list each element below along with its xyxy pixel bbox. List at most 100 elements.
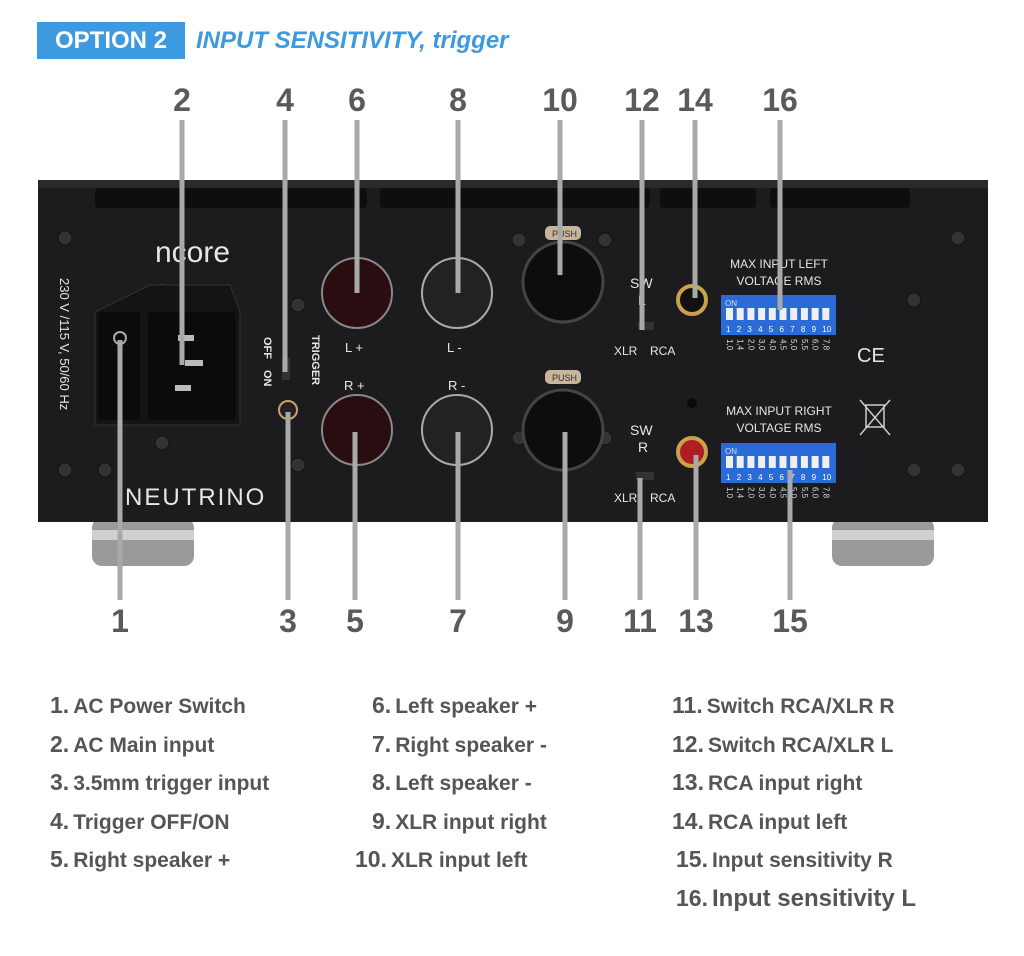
dip-switch-right-7[interactable] [790, 456, 798, 468]
dip-voltage-label: 3,0 [757, 487, 766, 499]
legend-item: 11.Switch RCA/XLR R [672, 692, 895, 719]
legend-item: 3.3.5mm trigger input [50, 769, 269, 796]
legend-text: XLR input left [390, 849, 528, 873]
legend-number: 12. [672, 730, 704, 757]
sw-label: SW [630, 422, 653, 438]
legend-item: 13.RCA input right [672, 769, 862, 796]
legend-text: RCA input left [707, 810, 848, 834]
legend-number: 2. [50, 730, 70, 757]
switch-rca-xlr-left[interactable] [638, 322, 654, 330]
legend-number: 16. [676, 885, 708, 911]
legend-item: 9.XLR input right [372, 808, 547, 835]
legend-text: AC Power Switch [73, 695, 246, 718]
legend-number: 6. [372, 692, 392, 718]
legend-text: Left speaker - [395, 772, 532, 796]
dip-number: 5 [769, 325, 774, 334]
legend-item: 12.Switch RCA/XLR L [672, 731, 894, 758]
callout-number: 15 [772, 603, 808, 639]
dip-switch-left-9[interactable] [811, 308, 819, 320]
callout-number: 16 [762, 82, 798, 118]
rca-label: RCA [650, 491, 675, 505]
dip-voltage-label: 5,5 [800, 339, 809, 351]
legend-item: 16.Input sensitivity L [676, 885, 916, 913]
dip-voltage-label: 2,0 [746, 339, 755, 351]
dip-right-subtitle: VOLTAGE RMS [737, 421, 822, 435]
dip-switch-left-5[interactable] [768, 308, 776, 320]
dip-switch-left-7[interactable] [790, 308, 798, 320]
dip-number: 2 [737, 473, 742, 482]
dip-voltage-label: 5,5 [800, 487, 809, 499]
legend-item: 15.Input sensitivity R [676, 846, 893, 873]
callout-number: 10 [542, 82, 578, 118]
dip-voltage-label: 6,0 [811, 339, 820, 351]
dip-number: 7 [790, 473, 795, 482]
dip-switch-right-4[interactable] [758, 456, 766, 468]
dip-number: 7 [790, 325, 795, 334]
dip-switch-left-3[interactable] [747, 308, 755, 320]
dip-voltage-label: 3,0 [757, 339, 766, 351]
dip-number: 9 [812, 473, 817, 482]
legend-text: Input sensitivity R [711, 849, 893, 873]
dip-number: 8 [801, 473, 806, 482]
dip-switch-right-1[interactable] [726, 456, 733, 468]
dip-number: 10 [822, 325, 831, 334]
dip-voltage-label: 4,0 [768, 487, 777, 499]
legend-item: 7.Right speaker - [372, 731, 547, 758]
callout-number: 5 [346, 603, 364, 639]
dip-switch-left-10[interactable] [822, 308, 830, 320]
dip-switch-left-1[interactable] [726, 308, 733, 320]
callout-number: 1 [111, 603, 129, 639]
legend-item: 5.Right speaker + [50, 846, 230, 873]
rca-input-right[interactable] [676, 436, 708, 468]
legend-text: Right speaker - [395, 733, 547, 757]
dip-number: 10 [822, 473, 831, 482]
switch-rca-xlr-right[interactable] [636, 472, 654, 480]
legend-text: Switch RCA/XLR L [707, 733, 894, 757]
legend-text: Left speaker + [395, 695, 538, 718]
dip-right: MAX INPUT RIGHT VOLTAGE RMS ON [721, 404, 836, 483]
legend-text: XLR input right [395, 810, 547, 834]
dip-switch-left-8[interactable] [800, 308, 808, 320]
dip-switch-right-2[interactable] [736, 456, 744, 468]
dip-voltage-label: 5,0 [789, 339, 798, 351]
callout-number: 4 [276, 82, 294, 118]
option-badge: OPTION 2 [37, 22, 185, 59]
legend-text: Trigger OFF/ON [73, 810, 230, 834]
xlr-input-left[interactable] [521, 240, 605, 324]
dip-on-label: ON [725, 447, 737, 456]
dip-switch-right-8[interactable] [800, 456, 808, 468]
diagram-subtitle: INPUT SENSITIVITY, trigger [196, 27, 509, 54]
vent-slots [95, 188, 910, 208]
dip-switch-left-4[interactable] [758, 308, 766, 320]
dip-switch-left-2[interactable] [736, 308, 744, 320]
legend-text: Input sensitivity L [711, 885, 917, 912]
callout-number: 14 [677, 82, 713, 118]
legend-number: 13. [672, 769, 704, 796]
dip-voltage-label: 7,8 [821, 339, 830, 351]
dip-switch-right-6[interactable] [779, 456, 787, 468]
dip-number: 3 [747, 473, 752, 482]
dip-number: 4 [758, 325, 763, 334]
legend-number: 15. [676, 846, 708, 873]
dip-switch-left-6[interactable] [779, 308, 787, 320]
dip-switch-right-5[interactable] [768, 456, 776, 468]
dip-number: 5 [769, 473, 774, 482]
dip-switch-right-10[interactable] [822, 456, 830, 468]
legend-text: 3.5mm trigger input [73, 772, 270, 796]
dip-voltage-label: 1,4 [736, 487, 745, 499]
callout-number: 9 [556, 603, 574, 639]
legend-number: 9. [372, 807, 392, 834]
legend-text: AC Main input [73, 733, 215, 757]
dip-switch-right-9[interactable] [811, 456, 819, 468]
dip-switch-right-3[interactable] [747, 456, 755, 468]
legend-number: 7. [372, 730, 392, 757]
l-plus-label: L + [345, 340, 363, 355]
legend-item: 14.RCA input left [672, 808, 847, 835]
legend-text: Switch RCA/XLR R [706, 695, 895, 718]
dip-voltage-label: 2,0 [746, 487, 755, 499]
callout-number: 8 [449, 82, 467, 118]
legend-number: 8. [372, 769, 392, 796]
rca-input-left[interactable] [676, 284, 708, 316]
legend-item: 6.Left speaker + [372, 692, 537, 719]
